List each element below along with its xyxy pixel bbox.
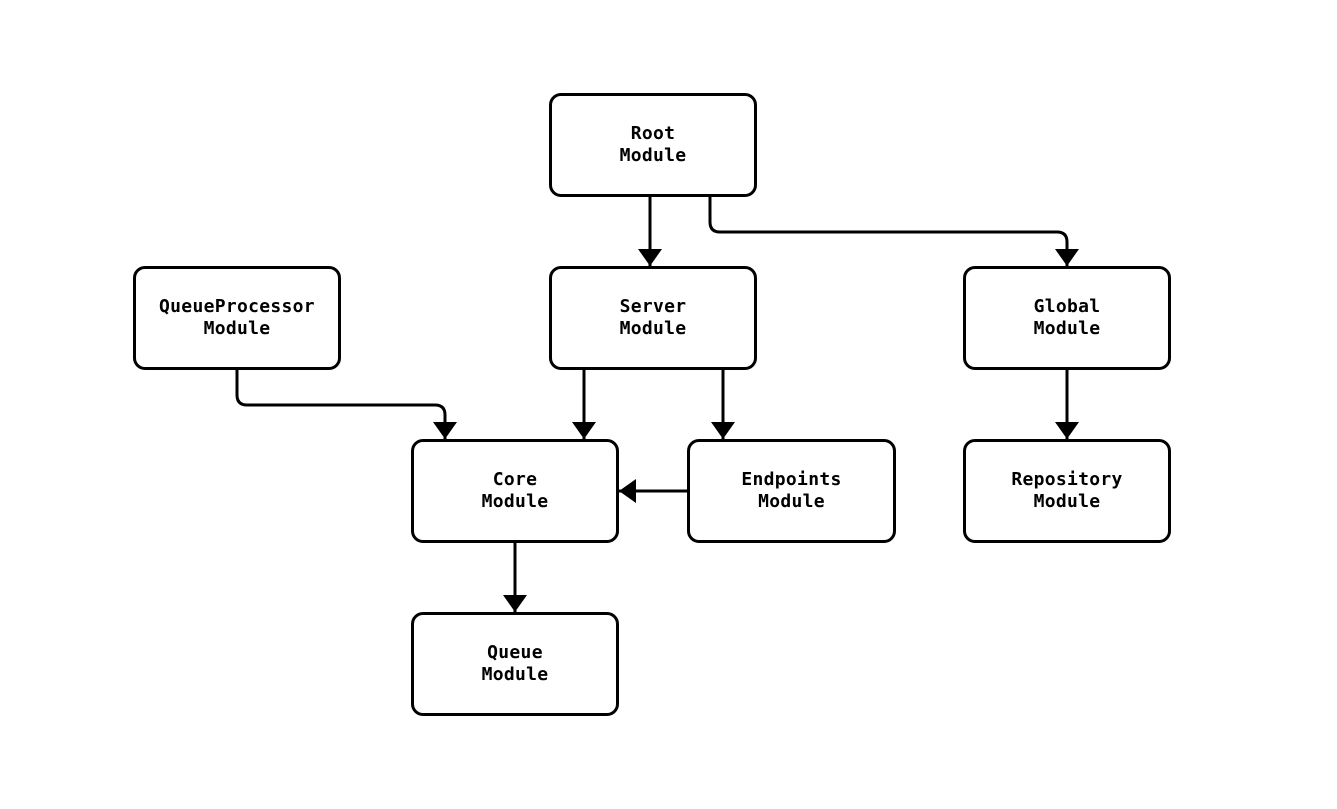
node-global: Global Module	[963, 266, 1171, 370]
node-root: Root Module	[549, 93, 757, 197]
arrowhead-root-to-server	[638, 249, 662, 266]
node-endpoints: Endpoints Module	[687, 439, 896, 543]
arrowhead-server-to-endpoints	[711, 422, 735, 439]
node-core: Core Module	[411, 439, 619, 543]
node-label-queue-processor: QueueProcessor Module	[159, 296, 315, 339]
node-label-core: Core Module	[481, 469, 549, 512]
node-label-endpoints: Endpoints Module	[741, 469, 842, 512]
node-label-server: Server Module	[619, 296, 687, 339]
arrowhead-core-to-queue	[503, 595, 527, 612]
edge-queue-processor-to-core	[235, 370, 447, 439]
node-server: Server Module	[549, 266, 757, 370]
arrowhead-queue-processor-to-core	[433, 422, 457, 439]
arrowhead-server-to-core	[572, 422, 596, 439]
edge-root-to-global	[708, 197, 1069, 266]
node-label-queue: Queue Module	[481, 642, 549, 685]
node-label-root: Root Module	[619, 123, 687, 166]
node-repository: Repository Module	[963, 439, 1171, 543]
node-queue: Queue Module	[411, 612, 619, 716]
node-queue-processor: QueueProcessor Module	[133, 266, 341, 370]
arrowhead-root-to-global	[1055, 249, 1079, 266]
node-label-global: Global Module	[1033, 296, 1101, 339]
node-label-repository: Repository Module	[1011, 469, 1123, 512]
arrowhead-endpoints-to-core	[619, 479, 636, 503]
arrowhead-global-to-repository	[1055, 422, 1079, 439]
